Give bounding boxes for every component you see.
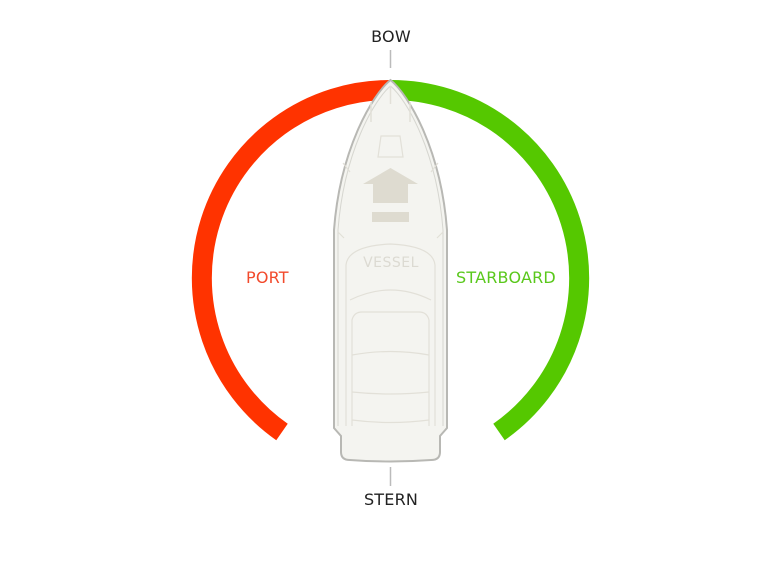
- vessel-icon: [333, 78, 448, 463]
- port-arc: [191, 79, 391, 441]
- bow-label: BOW: [371, 27, 411, 46]
- port-label: PORT: [246, 268, 289, 287]
- vessel-label: VESSEL: [363, 255, 419, 271]
- arrow-base-bar: [372, 212, 409, 222]
- starboard-label: STARBOARD: [456, 268, 556, 287]
- stern-label: STERN: [363, 490, 419, 509]
- arrow-up-icon: [363, 168, 418, 203]
- starboard-arc: [390, 79, 590, 441]
